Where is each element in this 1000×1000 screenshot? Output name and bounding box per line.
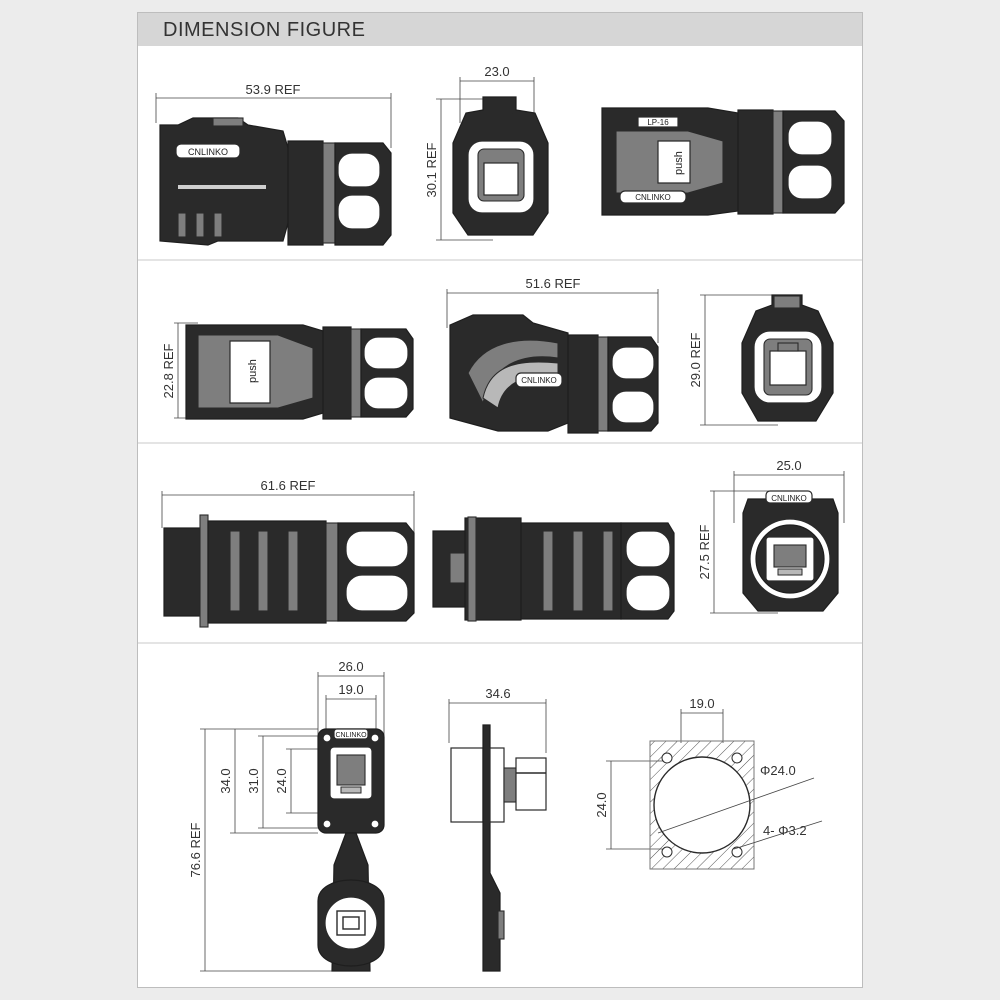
dim-label: 25.0 xyxy=(776,458,801,473)
dim-label: 29.0 REF xyxy=(688,332,703,387)
dim-label: 26.0 xyxy=(338,659,363,674)
plug-side-view-2: 51.6 REF CNLINKO xyxy=(446,276,659,434)
panel-side-view: 34.6 xyxy=(448,686,547,972)
dim-label: 31.0 xyxy=(246,768,261,793)
dim-label: 53.9 REF xyxy=(246,82,301,97)
push-label: push xyxy=(247,359,259,383)
dim-label: 27.5 REF xyxy=(697,524,712,579)
dim-label: Φ24.0 xyxy=(760,763,796,778)
plug-top-view: LP-16 push CNLINKO xyxy=(601,107,845,216)
dimension-sheet: DIMENSION FIGURE 53.9 REF CNLINKO xyxy=(137,12,863,988)
dim-label: 61.6 REF xyxy=(261,478,316,493)
dim-label: 34.6 xyxy=(485,686,510,701)
dim-label: 19.0 xyxy=(338,682,363,697)
panel-cutout: 19.0 24.0 Φ24.0 4- Φ3.2 xyxy=(594,696,823,870)
header-title: DIMENSION FIGURE xyxy=(163,19,366,41)
brand-logo-text: CNLINKO xyxy=(771,494,807,503)
plug-side-view: 53.9 REF CNLINKO xyxy=(155,82,392,246)
dim-label: 34.0 xyxy=(218,768,233,793)
dim-label: 24.0 xyxy=(594,792,609,817)
dim-label: 23.0 xyxy=(484,64,509,79)
receptacle-side-view: 61.6 REF xyxy=(161,478,415,628)
brand-logo-text: CNLINKO xyxy=(521,376,557,385)
plug-front-view: 23.0 30.1 REF xyxy=(424,64,549,241)
drawing-canvas: 53.9 REF CNLINKO 23.0 30.1 REF xyxy=(138,64,862,972)
dim-label: 30.1 REF xyxy=(424,142,439,197)
plug-top-view-2: 22.8 REF push xyxy=(161,322,414,420)
plug-front-view-2: 29.0 REF xyxy=(688,294,834,426)
model-label: LP-16 xyxy=(647,118,669,127)
brand-logo-text: CNLINKO xyxy=(188,147,228,157)
panel-front-view: 26.0 19.0 34.0 31.0 24.0 76.6 REF xyxy=(188,659,385,972)
dim-label: 22.8 REF xyxy=(161,343,176,398)
brand-logo-text: CNLINKO xyxy=(635,193,671,202)
dim-label: 4- Φ3.2 xyxy=(763,823,807,838)
receptacle-side-view-2 xyxy=(432,516,675,622)
receptacle-front-view: 25.0 27.5 REF CNLINKO xyxy=(697,458,845,614)
section-header: DIMENSION FIGURE xyxy=(138,13,862,46)
dim-label: 51.6 REF xyxy=(526,276,581,291)
dim-label: 24.0 xyxy=(274,768,289,793)
push-label: push xyxy=(673,151,685,175)
brand-logo-text: CNLINKO xyxy=(335,732,367,739)
dim-label: 19.0 xyxy=(689,696,714,711)
dim-label: 76.6 REF xyxy=(188,822,203,877)
